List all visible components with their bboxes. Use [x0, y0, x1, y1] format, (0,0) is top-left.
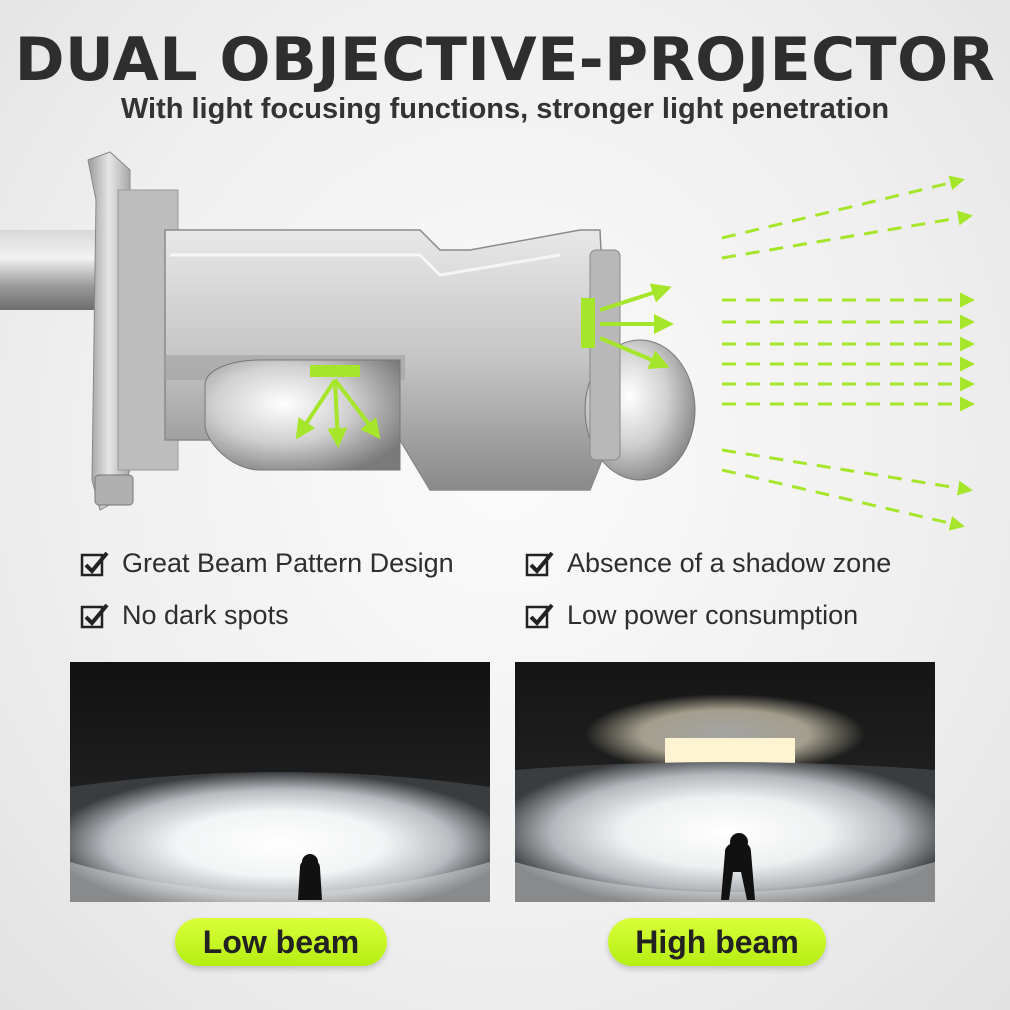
feature-item: Great Beam Pattern Design	[80, 548, 454, 579]
projector-bulb-illustration	[0, 151, 975, 531]
high-beam-photo	[515, 662, 935, 902]
feature-label: Absence of a shadow zone	[567, 548, 892, 578]
page-title: DUAL OBJECTIVE-PROJECTOR	[14, 25, 996, 95]
page-subtitle: With light focusing functions, stronger …	[120, 93, 890, 125]
checkbox-checked-icon	[80, 551, 109, 576]
checkbox-checked-icon	[525, 603, 554, 628]
feature-label: No dark spots	[122, 600, 289, 630]
high-beam-label: High beam	[608, 918, 826, 966]
feature-item: Absence of a shadow zone	[525, 548, 891, 579]
feature-label: Great Beam Pattern Design	[122, 548, 454, 578]
checkbox-checked-icon	[80, 603, 109, 628]
checkbox-checked-icon	[525, 551, 554, 576]
low-beam-photo	[70, 662, 490, 902]
low-beam-label: Low beam	[175, 918, 387, 966]
feature-item: Low power consumption	[525, 600, 858, 631]
feature-label: Low power consumption	[567, 600, 859, 630]
feature-list: Great Beam Pattern Design Absence of a s…	[0, 540, 1010, 650]
feature-item: No dark spots	[80, 600, 289, 631]
